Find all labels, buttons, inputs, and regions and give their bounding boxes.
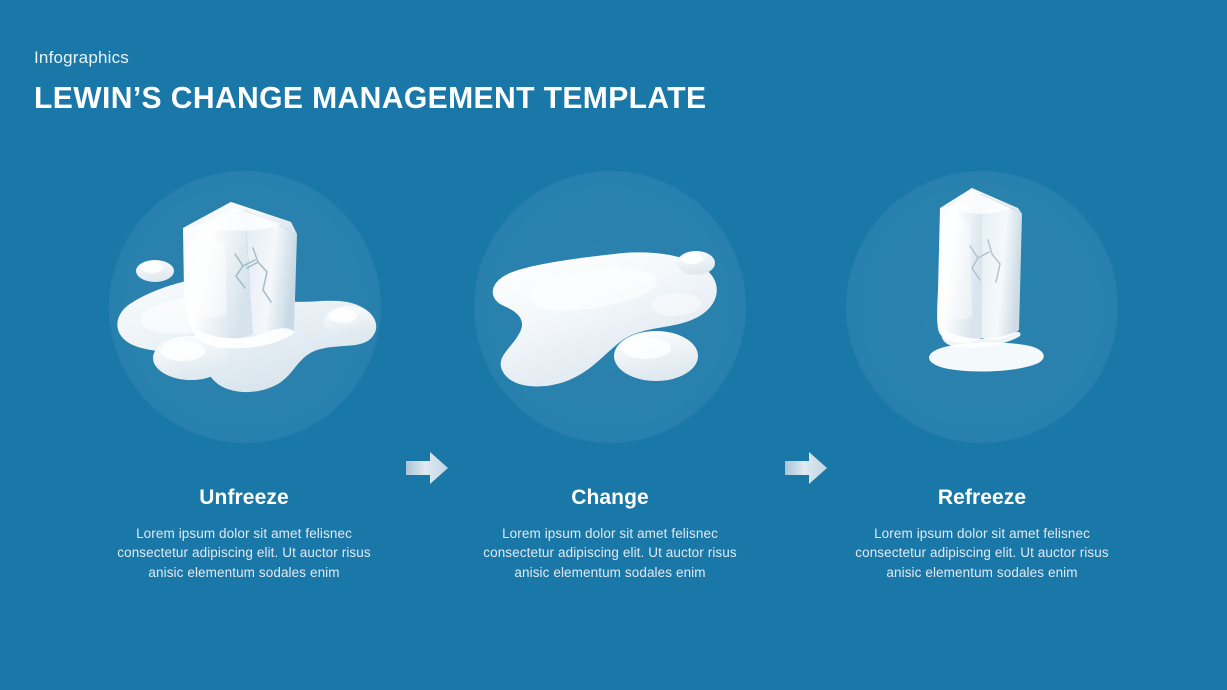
arrow-right-icon bbox=[785, 452, 827, 484]
melting-ice-cube-icon bbox=[117, 202, 377, 393]
stage-illustration-refreeze bbox=[832, 150, 1132, 480]
stage-body-unfreeze: Lorem ipsum dolor sit amet felisnec cons… bbox=[117, 526, 371, 580]
arrow-right-icon bbox=[406, 452, 448, 484]
stage-title-unfreeze: Unfreeze bbox=[199, 486, 289, 509]
stage-title-refreeze: Refreeze bbox=[937, 486, 1027, 509]
stage-illustration-unfreeze bbox=[95, 150, 395, 480]
caption-refreeze: Refreeze Lorem ipsum dolor sit amet feli… bbox=[817, 485, 1147, 582]
caption-unfreeze: Unfreeze Lorem ipsum dolor sit amet feli… bbox=[79, 485, 409, 582]
stage-body-refreeze: Lorem ipsum dolor sit amet felisnec cons… bbox=[855, 526, 1109, 580]
water-puddle-icon bbox=[492, 251, 717, 387]
eyebrow-label: Infographics bbox=[34, 48, 130, 67]
solid-ice-cube-icon bbox=[929, 188, 1044, 372]
stage-body-change: Lorem ipsum dolor sit amet felisnec cons… bbox=[483, 526, 737, 580]
illustration-stage bbox=[0, 150, 1227, 484]
caption-change: Change Lorem ipsum dolor sit amet felisn… bbox=[445, 485, 775, 582]
page-title: LEWIN’S CHANGE MANAGEMENT TEMPLATE bbox=[34, 80, 707, 115]
stage-title-change: Change bbox=[571, 486, 649, 509]
stage-illustration-change bbox=[460, 150, 760, 480]
